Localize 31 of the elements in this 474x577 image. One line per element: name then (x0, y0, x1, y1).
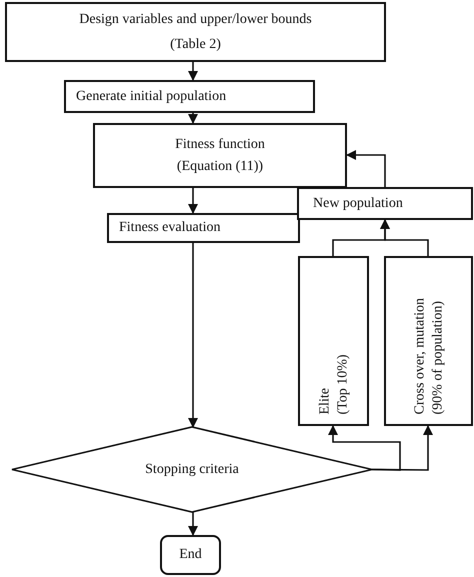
node-label: (Table 2) (170, 36, 221, 54)
node-label: (Top 10%) (334, 352, 350, 414)
process-box (297, 187, 473, 220)
process-box (384, 256, 473, 426)
node-label: Cross over, mutation (411, 296, 428, 414)
node-label: Design variables and upper/lower bounds (79, 10, 312, 28)
arrow (188, 62, 198, 81)
arrow (346, 150, 386, 187)
node-label: Elite (316, 386, 333, 414)
decision-diamond (12, 427, 372, 512)
process-box (93, 123, 347, 188)
arrow (188, 512, 198, 536)
arrow (372, 425, 433, 471)
process-box (107, 213, 300, 243)
node-label: Stopping criteria (145, 460, 239, 478)
process-box (298, 256, 369, 426)
arrow (188, 243, 198, 428)
node-label: (Equation (11)) (176, 158, 264, 175)
node-label: End (179, 546, 202, 564)
process-box (64, 80, 315, 113)
arrow (380, 219, 429, 256)
arrow (188, 113, 198, 124)
terminal-box (160, 535, 221, 575)
arrow (328, 425, 401, 471)
node-label: Generate initial population (76, 88, 226, 106)
arrow (188, 188, 198, 214)
node-label: (90% of population) (428, 299, 446, 414)
node-label: Fitness evaluation (119, 219, 220, 237)
process-box (5, 2, 386, 62)
node-label: Fitness function (175, 136, 265, 154)
node-label: New population (313, 194, 403, 212)
